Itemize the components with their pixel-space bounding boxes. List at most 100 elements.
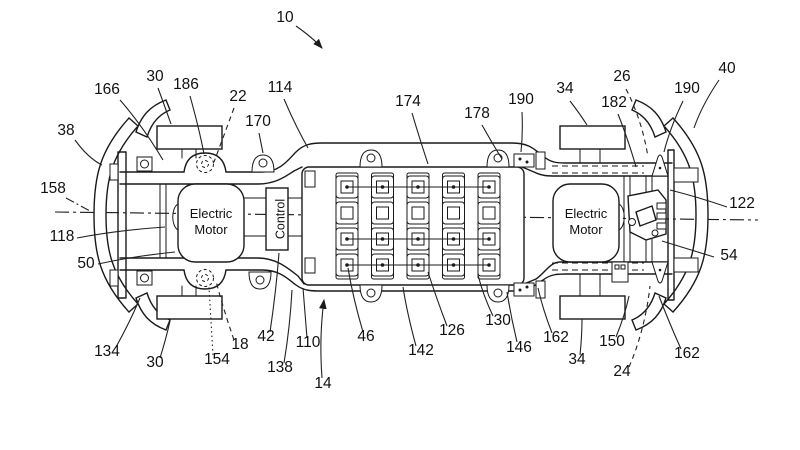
a-bracket-bottom-right xyxy=(651,261,669,284)
frame-rail-lower-inner-right xyxy=(523,261,669,285)
leader-line-150 xyxy=(615,295,630,338)
leader-line-24 xyxy=(628,285,651,368)
wheel-link-front-left xyxy=(181,148,197,159)
frame-left-end-plate xyxy=(117,151,127,299)
ref-num-182-13: 182 xyxy=(601,94,627,111)
battery-bus-node xyxy=(345,263,349,267)
leader-line-54 xyxy=(661,240,715,258)
ref-num-40-15: 40 xyxy=(718,60,736,77)
leader-line-146 xyxy=(506,291,518,343)
leader-line-26 xyxy=(625,88,649,158)
fenders-and-bumpers xyxy=(93,99,709,331)
ref-num-24-37: 24 xyxy=(613,363,631,380)
ref-num-10-0: 10 xyxy=(276,9,294,26)
left-cradle-members xyxy=(159,183,203,259)
halfshafts-hidden-lines xyxy=(552,165,644,271)
tire-rear-left xyxy=(156,295,223,320)
leader-line-10 xyxy=(295,25,323,49)
battery-bus-node xyxy=(487,185,491,189)
tire-rear-right xyxy=(559,295,626,320)
corner-bracket-bottom-rivet-2 xyxy=(525,285,529,289)
battery-cell xyxy=(406,201,430,225)
control-box xyxy=(265,187,289,251)
frame-rail-lower-outer xyxy=(119,269,673,292)
ref-num-158-16: 158 xyxy=(40,180,66,197)
steering-pivot-1 xyxy=(628,218,636,226)
rail-bracket-bottom-left-hole xyxy=(140,273,149,283)
rear-right-bracket-slot-2 xyxy=(620,264,626,270)
cv-joint-front-left-inner-icon xyxy=(201,160,209,168)
ref-num-54-20: 54 xyxy=(720,247,738,264)
battery-cell-core xyxy=(376,206,389,220)
ref-num-130-32: 130 xyxy=(485,312,511,329)
leader-line-118 xyxy=(76,226,166,239)
tire-front-right xyxy=(559,125,626,150)
tire-front-left xyxy=(156,125,223,150)
leader-line-30 xyxy=(157,87,172,125)
battery-bus-node xyxy=(345,185,349,189)
leader-line-158 xyxy=(65,197,91,212)
battery-module xyxy=(335,172,359,280)
leader-line-186 xyxy=(189,95,205,155)
ref-num-34-11: 34 xyxy=(556,80,574,97)
ref-num-146-33: 146 xyxy=(506,339,532,356)
cv-joint-rear-left-inner-icon xyxy=(201,274,209,282)
cv-joint-rear-left-icon xyxy=(196,269,214,287)
ref-num-162-38: 162 xyxy=(674,345,700,362)
leader-line-190 xyxy=(520,111,523,153)
ref-num-114-6: 114 xyxy=(268,79,293,96)
battery-bus-node xyxy=(380,185,385,189)
motor-right-shaft xyxy=(618,203,625,231)
corner-bracket-top xyxy=(513,153,535,168)
leader-line-14 xyxy=(319,298,327,379)
steering-comb-notch-1 xyxy=(656,202,667,210)
ref-num-42-25: 42 xyxy=(257,328,274,345)
corner-bracket-bottom-rivet-1 xyxy=(518,288,522,292)
corner-bracket-top-rivet-1 xyxy=(518,157,522,161)
battery-bus-node xyxy=(380,237,385,241)
leader-line-50 xyxy=(97,251,176,265)
steering-comb-notch-2 xyxy=(656,212,667,220)
mount-tab-down-3-hole xyxy=(493,288,503,298)
motor-right-label-line1: Electric xyxy=(565,206,608,221)
battery-cell-core xyxy=(340,206,354,220)
leader-line-190 xyxy=(663,100,684,153)
battery-bus-node xyxy=(416,185,420,189)
frame-rail-upper-inner-right xyxy=(521,166,669,177)
ref-num-162-34: 162 xyxy=(543,329,569,346)
leader-line-110 xyxy=(302,287,308,339)
leader-line-134 xyxy=(115,297,141,348)
battery-cell xyxy=(477,201,501,225)
wheel-hubs xyxy=(196,155,214,287)
battery-bus-node xyxy=(345,237,349,241)
leader-line-34 xyxy=(569,100,588,126)
battery-bus-node xyxy=(416,237,420,241)
frame-rail-lower-inner-left xyxy=(119,257,305,285)
right-end-extension-bottom xyxy=(673,257,699,273)
ref-num-38-1: 38 xyxy=(57,122,74,139)
leader-line-178 xyxy=(481,124,503,160)
leader-line-130 xyxy=(477,274,494,317)
ref-num-138-26: 138 xyxy=(267,359,293,376)
motor-left-label-line2: Motor xyxy=(194,222,228,237)
leader-line-142 xyxy=(402,286,417,347)
steering-mechanism xyxy=(627,189,667,241)
wheel-link-front-right xyxy=(579,148,601,164)
leader-line-114 xyxy=(283,98,309,149)
right-bumper-band xyxy=(663,117,709,313)
battery-bus-node xyxy=(451,263,456,267)
mount-tab-up-2-hole xyxy=(366,153,376,163)
motor-left-housing xyxy=(177,183,245,263)
battery-bus-node xyxy=(451,237,456,241)
battery-module xyxy=(406,172,430,280)
battery-module xyxy=(477,172,501,280)
battery-tray-notch-top xyxy=(304,170,316,188)
left-end-flange-top xyxy=(109,163,119,181)
ref-num-110-27: 110 xyxy=(296,334,321,351)
frame-rail-upper-inner-left xyxy=(119,166,303,185)
steering-comb-notch-3 xyxy=(656,222,667,230)
leader-line-138 xyxy=(283,289,293,364)
leader-line-162 xyxy=(537,287,553,334)
